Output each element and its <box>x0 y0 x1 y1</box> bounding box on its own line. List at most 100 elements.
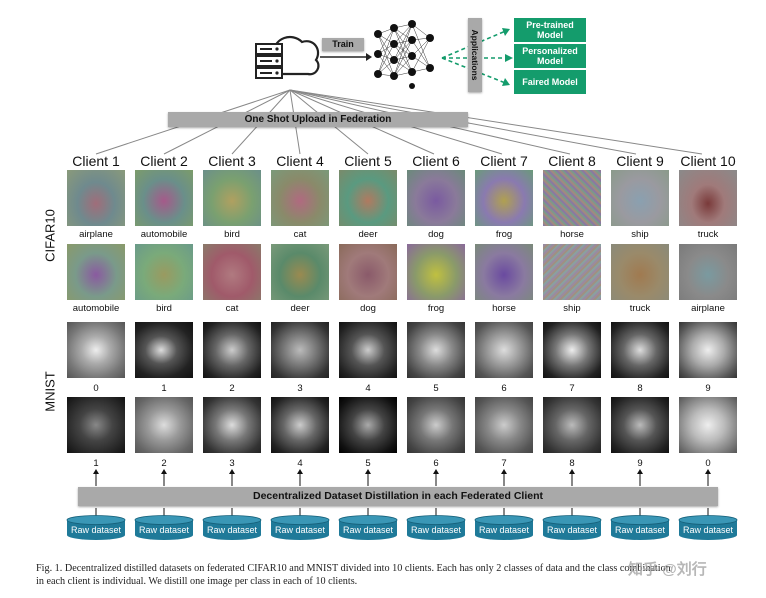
distilled-image <box>203 322 261 378</box>
database-icon <box>678 515 738 540</box>
class-caption: deer <box>290 303 310 314</box>
distilled-image <box>611 244 669 300</box>
raw-dataset-label: Raw dataset <box>614 525 666 535</box>
class-caption: 8 <box>569 458 575 469</box>
distilled-image <box>271 244 329 300</box>
class-caption: ship <box>631 229 649 240</box>
class-caption: 1 <box>93 458 99 469</box>
raw-dataset: Raw dataset <box>66 515 126 541</box>
client-label: Client 3 <box>208 153 256 169</box>
raw-datasets-row: Raw dataset Raw dataset Raw dataset Raw … <box>66 515 756 545</box>
class-caption: 6 <box>501 383 507 394</box>
applications-label: Applications <box>468 18 482 92</box>
raw-dataset: Raw dataset <box>542 515 602 541</box>
class-caption: 0 <box>705 458 711 469</box>
class-caption: 8 <box>637 383 643 394</box>
client-label: Client 2 <box>140 153 188 169</box>
class-caption: frog <box>427 303 445 314</box>
database-icon <box>66 515 126 540</box>
distilled-image <box>203 244 261 300</box>
class-caption: truck <box>697 229 719 240</box>
class-caption: 0 <box>93 383 99 394</box>
raw-dataset: Raw dataset <box>610 515 670 541</box>
distilled-image <box>271 170 329 226</box>
distilled-image <box>679 397 737 453</box>
distilled-image <box>475 322 533 378</box>
database-icon <box>270 515 330 540</box>
mnist-row-1: 0 1 2 3 4 5 6 7 8 9 <box>63 322 743 394</box>
distilled-image <box>543 170 601 226</box>
raw-dataset-label: Raw dataset <box>274 525 326 535</box>
class-caption: horse <box>492 303 516 314</box>
raw-dataset: Raw dataset <box>270 515 330 541</box>
watermark: 知乎 @刘行 <box>628 561 707 578</box>
client-label: Client 10 <box>680 153 736 169</box>
distilled-image <box>679 244 737 300</box>
class-caption: airplane <box>79 229 113 240</box>
class-caption: horse <box>560 229 584 240</box>
class-caption: 7 <box>569 383 575 394</box>
client-labels-row: Client 1 Client 2 Client 3 Client 4 Clie… <box>63 153 743 171</box>
database-icon <box>134 515 194 540</box>
class-caption: cat <box>293 229 307 240</box>
class-caption: 4 <box>297 458 303 469</box>
distilled-image <box>475 244 533 300</box>
raw-dataset-label: Raw dataset <box>206 525 258 535</box>
distilled-image <box>339 322 397 378</box>
distilled-image <box>135 170 193 226</box>
raw-dataset-label: Raw dataset <box>138 525 190 535</box>
distilled-image <box>543 397 601 453</box>
distilled-image <box>611 397 669 453</box>
client-label: Client 4 <box>276 153 324 169</box>
client-label: Client 6 <box>412 153 460 169</box>
class-caption: 1 <box>161 383 167 394</box>
database-icon <box>338 515 398 540</box>
app-personalized-model: Personalized Model <box>514 44 586 68</box>
client-label: Client 5 <box>344 153 392 169</box>
distilled-image <box>203 397 261 453</box>
distilled-image <box>339 170 397 226</box>
distilled-image <box>543 322 601 378</box>
class-caption: 9 <box>637 458 643 469</box>
distill-bar: Decentralized Dataset Distillation in ea… <box>78 487 718 506</box>
raw-dataset: Raw dataset <box>474 515 534 541</box>
class-caption: cat <box>225 303 239 314</box>
train-label: Train <box>322 38 364 51</box>
caption-line-2: in each client is individual. We distill… <box>36 576 358 587</box>
class-caption: truck <box>629 303 651 314</box>
distilled-image <box>67 244 125 300</box>
class-caption: 5 <box>433 383 439 394</box>
distilled-image <box>611 170 669 226</box>
server-cloud-icon <box>255 35 320 79</box>
class-caption: 9 <box>705 383 711 394</box>
database-icon <box>202 515 262 540</box>
distilled-image <box>67 170 125 226</box>
class-caption: dog <box>360 303 376 314</box>
raw-dataset: Raw dataset <box>678 515 738 541</box>
client-label: Client 9 <box>616 153 664 169</box>
distilled-image <box>67 322 125 378</box>
class-caption: 3 <box>297 383 303 394</box>
distilled-image <box>611 322 669 378</box>
raw-dataset-label: Raw dataset <box>410 525 462 535</box>
class-caption: 2 <box>229 383 235 394</box>
caption-line-1: Fig. 1. Decentralized distilled datasets… <box>36 563 671 574</box>
raw-dataset-label: Raw dataset <box>682 525 734 535</box>
distilled-image <box>339 244 397 300</box>
neural-network-icon <box>374 20 434 89</box>
mnist-row-label: MNIST <box>42 371 58 412</box>
class-caption: automobile <box>140 229 188 240</box>
class-caption: automobile <box>72 303 120 314</box>
class-caption: bird <box>224 229 240 240</box>
distilled-image <box>475 170 533 226</box>
distilled-image <box>407 397 465 453</box>
raw-dataset-label: Raw dataset <box>70 525 122 535</box>
distilled-image <box>475 397 533 453</box>
raw-dataset: Raw dataset <box>406 515 466 541</box>
distilled-image <box>679 170 737 226</box>
raw-dataset-label: Raw dataset <box>342 525 394 535</box>
class-caption: 4 <box>365 383 371 394</box>
distilled-image <box>135 322 193 378</box>
client-label: Client 1 <box>72 153 120 169</box>
class-caption: 6 <box>433 458 439 469</box>
